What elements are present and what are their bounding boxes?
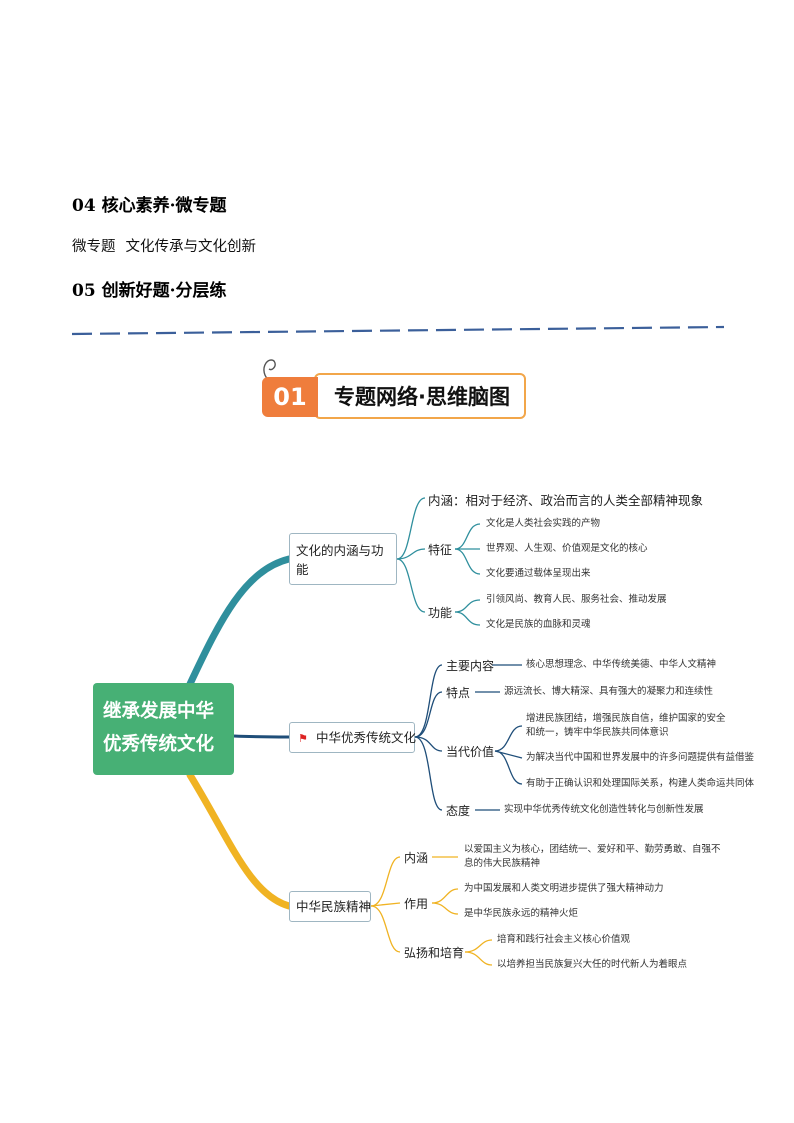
b2-value-label: 当代价值 xyxy=(446,745,495,759)
b1-features-label: 特征 xyxy=(428,543,453,557)
section-05-heading: 05 创新好题·分层练 xyxy=(72,281,227,301)
root-line-2: 优秀传统文化 xyxy=(103,734,215,755)
b2-value-item: 增进民族团结，增强民族自信，维护国家的安全 xyxy=(526,713,726,724)
b1-feature-item: 世界观、人生观、价值观是文化的核心 xyxy=(486,543,648,554)
micro-topic-line: 微专题文化传承与文化创新 xyxy=(72,235,256,256)
b3-connotation-item: 息的伟大民族精神 xyxy=(464,858,541,869)
b1-connotation: 内涵：相对于经济、政治而言的人类全部精神现象 xyxy=(428,493,704,508)
b2-attitude-label: 态度 xyxy=(446,804,471,818)
b1-feature-item: 文化是人类社会实践的产物 xyxy=(486,518,601,529)
b3-promote-item: 培育和践行社会主义核心价值观 xyxy=(497,934,631,945)
b2-content-label: 主要内容 xyxy=(446,659,495,673)
root-line-1: 继承发展中华 xyxy=(103,701,215,722)
b3-role-item: 为中国发展和人类文明进步提供了强大精神动力 xyxy=(464,883,664,894)
banner-number: 01 xyxy=(262,377,318,417)
b2-value-item: 有助于正确认识和处理国际关系，构建人类命运共同体 xyxy=(526,778,755,789)
b3-connotation-label: 内涵 xyxy=(404,851,429,865)
micro-topic-prefix: 微专题 xyxy=(72,239,116,255)
b1-function-item: 文化是民族的血脉和灵魂 xyxy=(486,619,591,630)
b2-attitude-item: 实现中华优秀传统文化创造性转化与创新性发展 xyxy=(504,804,704,815)
banner-title: 专题网络·思维脑图 xyxy=(334,385,510,409)
b2-value-item: 和统一，铸牢中华民族共同体意识 xyxy=(526,727,669,738)
b1-function-item: 引领风尚、教育人民、服务社会、推动发展 xyxy=(486,594,667,605)
b3-role-label: 作用 xyxy=(404,897,429,911)
b3-promote-item: 以培养担当民族复兴大任的时代新人为着眼点 xyxy=(497,959,688,970)
b1-function-label: 功能 xyxy=(428,606,453,620)
branch-national-spirit: 中华民族精神 xyxy=(289,891,371,922)
paperclip-icon xyxy=(263,359,276,382)
section-04-heading: 04 核心素养·微专题 xyxy=(72,196,227,216)
b3-promote-label: 弘扬和培育 xyxy=(404,946,465,960)
b1-feature-item: 文化要通过载体呈现出来 xyxy=(486,568,591,579)
red-flag-icon: ⚑ xyxy=(298,732,308,745)
micro-topic-title: 文化传承与文化创新 xyxy=(125,239,257,255)
b2-trait-item: 源远流长、博大精深、具有强大的凝聚力和连续性 xyxy=(504,686,714,697)
b3-role-item: 是中华民族永远的精神火炬 xyxy=(464,908,579,919)
b2-trait-label: 特点 xyxy=(446,686,471,700)
mindmap-root-node: 继承发展中华 优秀传统文化 xyxy=(93,683,234,775)
branch-culture-connotation: 文化的内涵与功能 xyxy=(289,533,397,585)
b3-connotation-item: 以爱国主义为核心，团结统一、爱好和平、勤劳勇敢、自强不 xyxy=(464,844,721,855)
branch-traditional-culture-label: 中华优秀传统文化 xyxy=(316,730,417,745)
branch-traditional-culture: ⚑ 中华优秀传统文化 xyxy=(289,722,417,753)
topic-banner: 01 专题网络·思维脑图 xyxy=(262,359,528,421)
b2-value-item: 为解决当代中国和世界发展中的许多问题提供有益借鉴 xyxy=(526,752,755,763)
b2-content-item: 核心思想理念、中华传统美德、中华人文精神 xyxy=(526,659,717,670)
dashed-separator xyxy=(72,325,724,336)
